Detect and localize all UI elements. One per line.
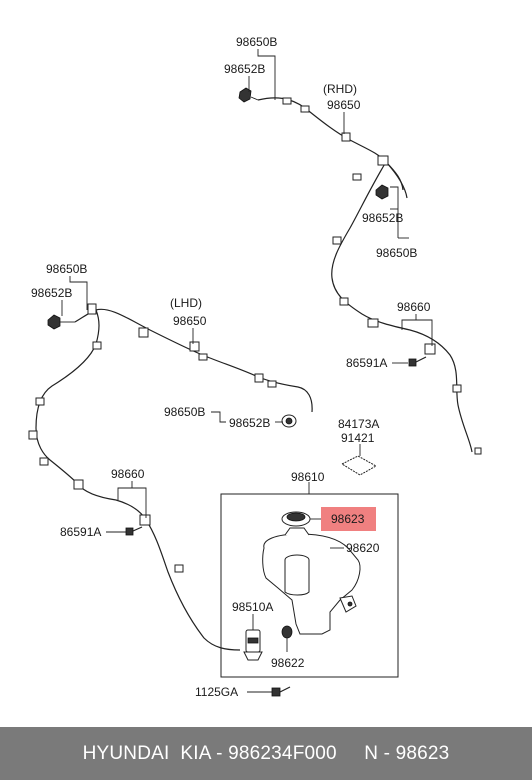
label-rhd-98650: 98650 [327, 98, 361, 112]
label-98622: 98622 [271, 656, 305, 670]
label-rhd-title: (RHD) [323, 82, 357, 96]
washer-reservoir-98620 [262, 533, 361, 635]
grommet-98622 [281, 625, 293, 652]
part-number-footer: HYUNDAI KIA - 986234F000 N - 98623 [0, 727, 532, 780]
label-rhd-top-98652B: 98652B [224, 62, 265, 76]
caution-label-91421 [340, 444, 378, 476]
reservoir-assembly-box [220, 493, 399, 678]
label-lhd-98650B: 98650B [46, 262, 87, 276]
label-lhd-98652B: 98652B [31, 286, 72, 300]
label-1125GA: 1125GA [195, 685, 238, 699]
rhd-bolt-86591A [408, 356, 427, 367]
label-98620: 98620 [346, 541, 380, 555]
label-91421: 91421 [341, 431, 375, 445]
label-rhd-right-98650B: 98650B [376, 246, 417, 260]
reservoir-cap-98623 [281, 511, 321, 527]
rhd-right-nozzle [375, 184, 389, 200]
label-lhd-98660: 98660 [111, 467, 145, 481]
lhd-hose-clips [28, 303, 277, 573]
washer-pump-98510A [243, 614, 263, 661]
lhd-left-nozzle [47, 314, 75, 330]
label-98510A: 98510A [232, 600, 273, 614]
lhd-mid-nozzle [281, 414, 297, 428]
label-rhd-right-98652B: 98652B [362, 211, 403, 225]
label-lhd-mid-98650B: 98650B [164, 405, 205, 419]
rhd-leaders [248, 49, 433, 364]
label-lhd-98650: 98650 [173, 314, 207, 328]
label-rhd-98660: 98660 [397, 300, 431, 314]
label-lhd-title: (LHD) [170, 296, 202, 310]
reservoir-neck-98620 [284, 527, 310, 536]
highlight-98623 [321, 507, 376, 531]
label-lhd-mid-98652B: 98652B [229, 416, 270, 430]
label-86591A: 86591A [60, 525, 101, 539]
rhd-hose-clips [282, 97, 482, 455]
rhd-top-nozzle [238, 87, 259, 103]
lhd-leaders [61, 276, 283, 533]
rhd-washer-hose [257, 97, 473, 453]
label-84173A: 84173A [338, 417, 379, 431]
label-rhd-86591A: 86591A [346, 356, 387, 370]
label-98623: 98623 [331, 512, 365, 526]
lhd-bolt-86591A [125, 526, 143, 536]
label-98610: 98610 [291, 470, 325, 484]
label-rhd-top-98650B: 98650B [236, 35, 277, 49]
bolt-1125GA [247, 686, 291, 697]
parts-diagram: 98650B 98652B (RHD) 98650 98652B 98650B … [28, 35, 482, 699]
footer-text: HYUNDAI KIA - 986234F000 N - 98623 [82, 742, 450, 764]
